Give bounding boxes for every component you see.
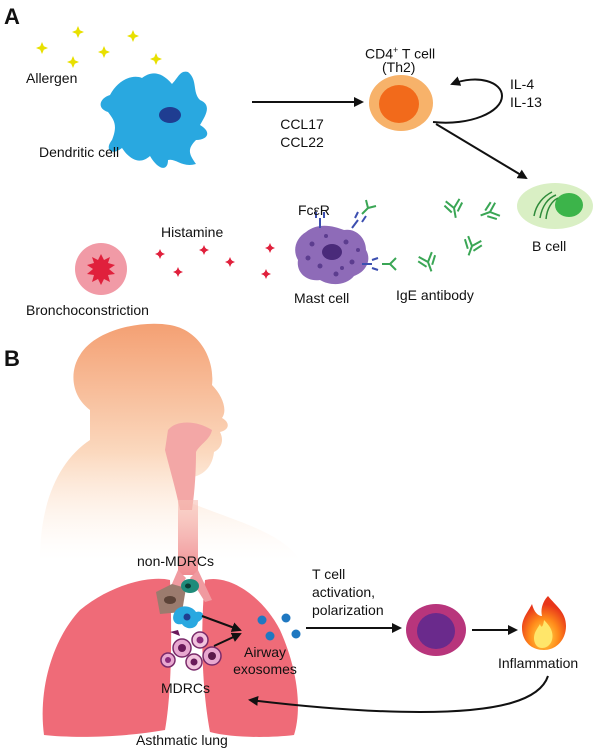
upper-airway <box>165 422 212 510</box>
arrow-inflammation-to-lung <box>248 675 549 714</box>
activation-label-line-3: polarization <box>312 602 384 618</box>
exosomes-label-line-2: exosomes <box>233 661 297 677</box>
chemokine-1-label: CCL17 <box>280 116 324 132</box>
arrow-tcell-to-bcell <box>435 123 528 180</box>
mdrcs-label: MDRCs <box>161 680 210 696</box>
allergen-label: Allergen <box>26 70 78 86</box>
cytokine-2-label: IL-13 <box>510 94 542 110</box>
panel-a-letter: A <box>4 4 20 29</box>
chemokine-2-label: CCL22 <box>280 134 324 150</box>
histamine-label: Histamine <box>161 224 224 240</box>
arrow-autocrine-loop <box>432 76 504 124</box>
dendritic-cell <box>100 71 208 168</box>
cytokine-1-label: IL-4 <box>510 76 535 92</box>
arrow-mdrc-to-exosomes <box>213 632 242 647</box>
allergen-particles <box>36 26 162 68</box>
flame-icon <box>522 596 566 650</box>
antibody-label: IgE antibody <box>396 287 474 303</box>
t-cell-label: CD4+ T cell <box>365 42 435 62</box>
bronchoconstriction-label: Bronchoconstriction <box>26 302 149 318</box>
mdrc-cells <box>160 630 222 671</box>
b-cell <box>517 183 593 229</box>
asthmatic-lung-label: Asthmatic lung <box>136 732 228 748</box>
t-cell <box>369 75 433 131</box>
activation-label-line-1: T cell <box>312 566 346 582</box>
activated-t-cell <box>406 604 466 656</box>
panel-b-letter: B <box>4 346 20 371</box>
mast-cell <box>295 199 397 285</box>
non-mdrcs-label: non-MDRCs <box>137 553 215 569</box>
ige-antibodies <box>417 198 501 272</box>
exosomes-label-line-1: Airway <box>243 644 286 660</box>
trachea <box>178 500 198 575</box>
t-cell-superscript: + <box>393 45 399 55</box>
arrow-nonmdrc-to-exosomes <box>201 615 242 632</box>
activation-label-line-2: activation, <box>312 584 376 600</box>
airway-exosomes <box>257 613 301 641</box>
t-cell-suffix: T cell <box>398 45 436 62</box>
histamine-granules <box>155 243 275 279</box>
t-cell-name: CD4 <box>365 45 394 62</box>
b-cell-label: B cell <box>532 238 567 254</box>
bronchi <box>165 570 212 602</box>
lungs <box>42 578 298 737</box>
mast-cell-label: Mast cell <box>294 290 350 306</box>
non-mdrc-cells <box>156 579 204 629</box>
constricted-airway <box>75 243 127 295</box>
receptor-label: FcεR <box>298 202 330 218</box>
inflammation-label: Inflammation <box>498 655 579 671</box>
dendritic-cell-label: Dendritic cell <box>39 144 120 160</box>
t-cell-subtype-label: (Th2) <box>382 59 416 75</box>
